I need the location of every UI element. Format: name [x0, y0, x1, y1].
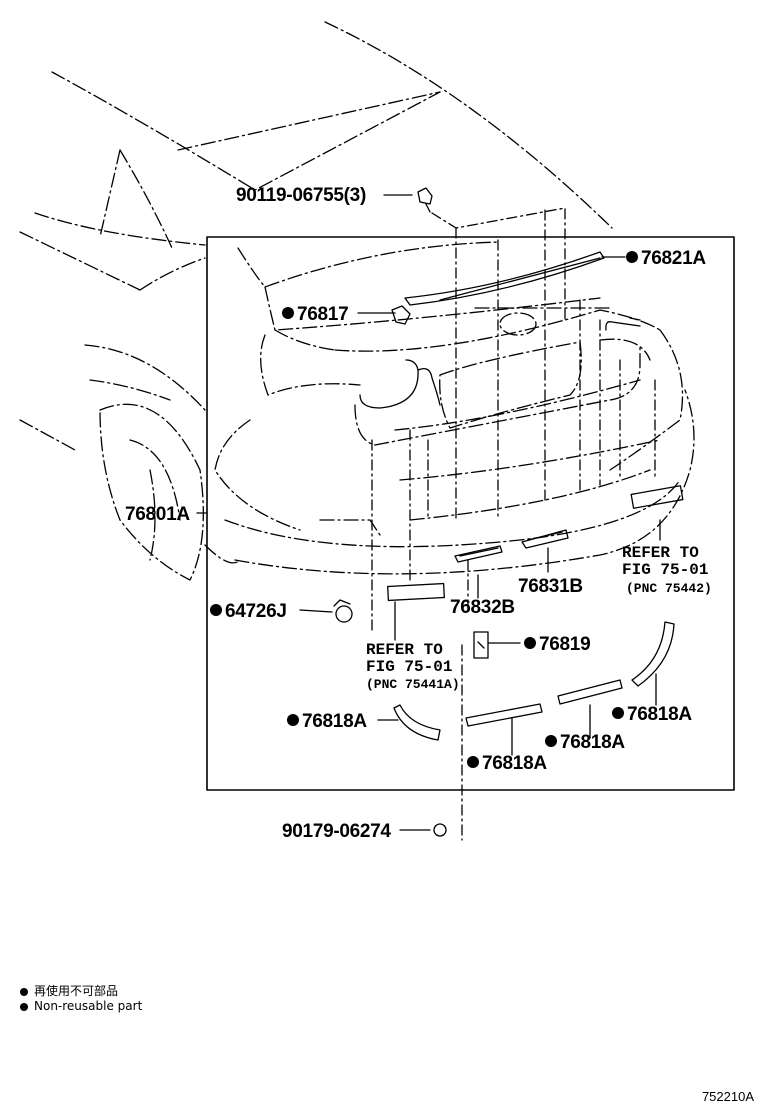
part-molding-1 [393, 704, 441, 741]
reference-right-line2: FIG 75-01 [622, 561, 708, 579]
legend-jp: 再使用不可部品 [20, 982, 118, 999]
trunk-lid-outline [214, 241, 695, 575]
part-76819 [473, 631, 489, 659]
callout-90179-06274[interactable]: 90179-06274 [282, 821, 392, 842]
callout-90119-06755[interactable]: 90119-06755(3) [236, 185, 366, 206]
part-spoiler-garnish [404, 251, 605, 306]
bullet-dot [20, 1002, 28, 1011]
callout-76818a-left[interactable]: 76818A [302, 711, 368, 732]
bullet-dot [20, 987, 28, 996]
callout-76831b[interactable]: 76831B [518, 576, 583, 597]
part-grommet [333, 599, 353, 623]
part-nut [433, 823, 447, 837]
reference-right-line1: REFER TO [622, 544, 699, 562]
legend-en: Non-reusable part [20, 999, 142, 1013]
reference-left-line3: (PNC 75441A) [366, 677, 460, 692]
figure-code: 752210A [701, 1089, 754, 1104]
callout-64726j[interactable]: 64726J [225, 601, 287, 622]
callout-76818a-center[interactable]: 76818A [482, 753, 548, 774]
callout-76821a[interactable]: 76821A [641, 248, 707, 269]
reference-left-line2: FIG 75-01 [366, 658, 452, 676]
callout-76818a-center-right[interactable]: 76818A [560, 732, 626, 753]
part-76831b [521, 529, 569, 549]
part-emblem-clip [391, 305, 411, 325]
callout-76801a[interactable]: 76801A [125, 504, 191, 525]
reference-right-line3: (PNC 75442) [626, 581, 712, 596]
legend-en-text: Non-reusable part [34, 999, 143, 1013]
leader-lines [196, 194, 661, 831]
part-76832b [454, 545, 503, 563]
part-molding-3 [557, 679, 623, 705]
part-molding-2 [465, 703, 543, 727]
part-emblem-left [387, 582, 445, 602]
callout-76819[interactable]: 76819 [539, 634, 591, 655]
reference-left-line1: REFER TO [366, 641, 443, 659]
legend-jp-text: 再使用不可部品 [34, 984, 119, 998]
part-screw-top [417, 187, 433, 213]
part-emblem-right [630, 485, 684, 509]
part-molding-4 [631, 621, 675, 687]
callout-76817[interactable]: 76817 [297, 304, 349, 325]
car-body-outline [19, 21, 613, 581]
callout-76832b[interactable]: 76832B [450, 597, 515, 618]
callout-76818a-right[interactable]: 76818A [627, 704, 693, 725]
part-harness [359, 317, 641, 409]
non-reusable-markers [210, 251, 638, 768]
